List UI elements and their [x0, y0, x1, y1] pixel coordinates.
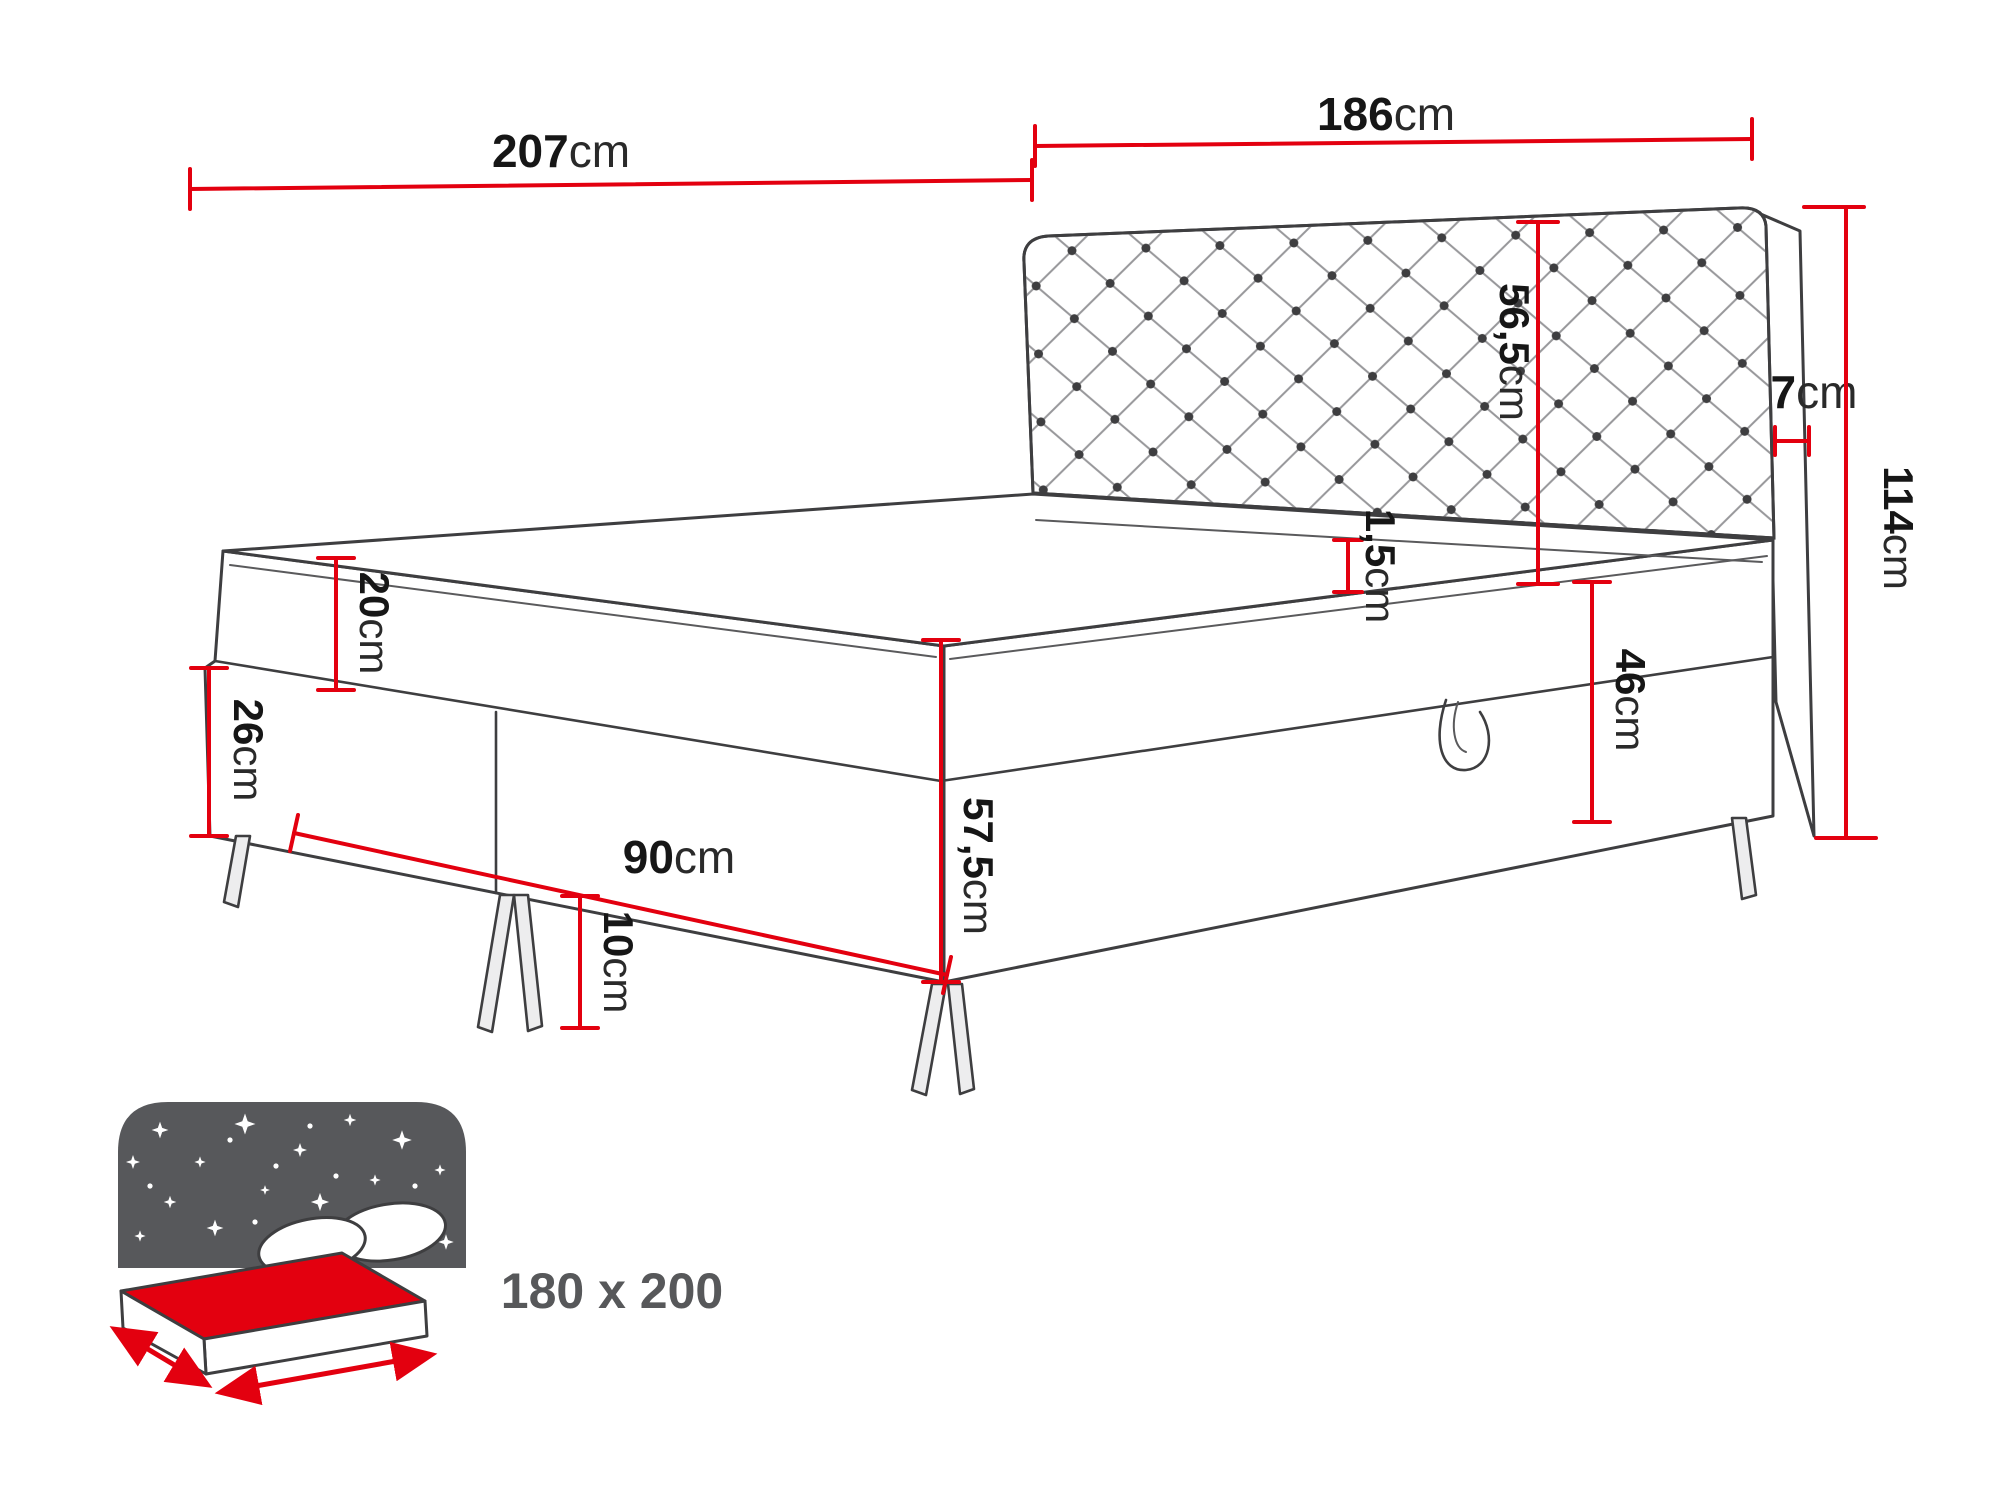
- dim-headboard-height: 56,5cm: [1491, 220, 1560, 586]
- mattress-top: [221, 492, 1775, 648]
- headboard-tufting: [1022, 206, 1776, 540]
- dim-label-total-height: 114cm: [1875, 466, 1922, 590]
- dim-topper-height: 1,5cm: [1332, 509, 1404, 623]
- dim-label-side-height: 46cm: [1607, 649, 1654, 752]
- bed-size-icon: 180 x 200: [109, 1102, 723, 1406]
- dim-label-leg-height: 10cm: [595, 911, 642, 1014]
- dim-width: 186cm: [1033, 88, 1754, 168]
- dim-label-width: 186cm: [1317, 88, 1455, 140]
- dimension-lines: 207cm 186cm 56,5cm 7cm 114cm: [188, 88, 1922, 1030]
- dim-label-base-left-height: 26cm: [225, 699, 272, 802]
- leg-right: [1730, 816, 1758, 901]
- dim-leg-height: 10cm: [560, 894, 642, 1030]
- length-arrow: [214, 1341, 438, 1406]
- dim-label-headboard-height: 56,5cm: [1491, 283, 1538, 421]
- dim-label-front-height: 57,5cm: [955, 797, 1002, 935]
- piping-foot: [229, 564, 937, 658]
- leg-middle: [476, 893, 544, 1034]
- dim-front-height: 57,5cm: [921, 638, 1002, 984]
- dim-label-length: 207cm: [492, 125, 630, 177]
- headboard: [1022, 206, 1776, 540]
- mattress-seam-side: [939, 655, 1775, 783]
- dim-base-left-height: 26cm: [189, 666, 272, 838]
- dim-total-height: 114cm: [1802, 205, 1922, 840]
- leg-corner: [910, 982, 976, 1097]
- dim-length: 207cm: [188, 125, 1034, 211]
- storage-handle: [1438, 698, 1491, 772]
- topper-line: [1035, 519, 1763, 563]
- dim-label-topper-height: 1,5cm: [1357, 509, 1404, 623]
- size-label: 180 x 200: [501, 1263, 723, 1319]
- dim-mattress-height: 20cm: [316, 556, 398, 692]
- bed-drawing: [203, 206, 1816, 1097]
- dim-label-storage-width: 90cm: [623, 831, 736, 883]
- leg-left: [222, 834, 252, 909]
- width-arrow: [109, 1326, 213, 1388]
- dim-side-height: 46cm: [1572, 580, 1654, 824]
- stars: [126, 1113, 454, 1250]
- dim-storage-width: 90cm: [288, 813, 953, 995]
- dim-label-mattress-height: 20cm: [351, 572, 398, 675]
- piping-side: [949, 555, 1768, 660]
